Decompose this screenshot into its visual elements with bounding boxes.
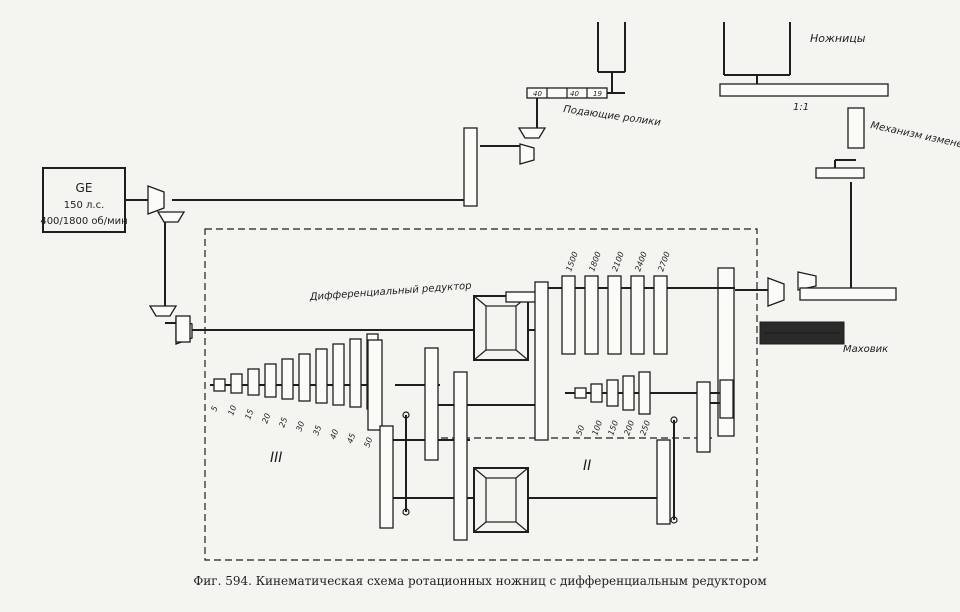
cone-gear-label: 40 xyxy=(328,428,340,441)
cone-gear xyxy=(247,368,260,396)
gear-cone-group-3: 5 10 15 20 25 30 35 40 45 50 xyxy=(209,333,379,449)
cone-gear xyxy=(281,358,294,400)
lower-speed-gear xyxy=(590,383,603,403)
lower-speed-gear xyxy=(606,379,619,407)
upper-speed-gear xyxy=(630,275,645,355)
label-group-3: III xyxy=(270,450,282,466)
label-diff-reducer: Дифференциальный редуктор xyxy=(308,281,471,303)
motor-power: 150 л.с. xyxy=(64,200,105,211)
upper-speed-label: 2100 xyxy=(610,250,625,272)
feed-roller-train: 40 40 19 xyxy=(463,22,626,207)
lower-speed-gear xyxy=(622,375,635,411)
cone-gear xyxy=(349,338,362,408)
upper-speed-label: 1500 xyxy=(564,250,579,272)
lower-speed-gear xyxy=(638,371,651,415)
label-feed-rollers: Подающие ролики xyxy=(563,104,662,129)
speed-gears-upper: 1500 1800 2100 2400 2700 xyxy=(561,250,672,355)
motor-name: GE xyxy=(76,181,93,195)
differential-lower xyxy=(473,467,529,533)
cone-gear xyxy=(230,373,243,394)
knives-assembly xyxy=(717,22,897,437)
upper-speed-gear xyxy=(584,275,599,355)
lower-speed-label: 250 xyxy=(638,419,652,436)
cone-gear-label: 5 xyxy=(209,405,219,413)
bevel-gears xyxy=(147,127,817,345)
motor: GE 150 л.с. 400/1800 об/мин xyxy=(40,167,128,233)
differential-upper xyxy=(473,291,539,361)
upper-speed-label: 2700 xyxy=(656,250,671,272)
cone-gear-label: 30 xyxy=(294,420,306,433)
label-speed-mechanism: Механизм изменения скорости xyxy=(869,120,960,165)
cone-gear-label: 10 xyxy=(226,404,238,417)
upper-speed-gear xyxy=(561,275,576,355)
lower-speed-label: 50 xyxy=(574,424,586,437)
cone-gear-label: 35 xyxy=(311,424,323,437)
svg-text:40: 40 xyxy=(570,90,579,98)
lower-speed-label: 100 xyxy=(590,419,604,436)
reducer-gears xyxy=(175,281,734,541)
upper-speed-label: 2400 xyxy=(633,250,648,272)
reducer-enclosure xyxy=(204,228,758,561)
svg-text:40: 40 xyxy=(533,90,542,98)
cone-gear xyxy=(264,363,277,398)
label-ratio: 1:1 xyxy=(793,102,809,113)
cone-gear xyxy=(315,348,328,404)
cone-gear-label: 20 xyxy=(260,412,272,425)
upper-speed-label: 1800 xyxy=(587,250,602,272)
cone-gear-label: 25 xyxy=(277,416,289,429)
upper-speed-gear xyxy=(607,275,622,355)
cone-gear xyxy=(332,343,345,406)
motor-speed: 400/1800 об/мин xyxy=(40,216,127,227)
lower-speed-gear xyxy=(574,387,587,399)
cone-gear-label: 45 xyxy=(345,432,357,445)
figure-caption: Фиг. 594. Кинематическая схема ротационн… xyxy=(193,574,767,588)
cone-gear-label: 15 xyxy=(243,408,255,421)
cone-gear xyxy=(213,378,226,392)
svg-text:19: 19 xyxy=(593,90,602,98)
lower-speed-label: 150 xyxy=(606,419,620,436)
lower-speed-label: 200 xyxy=(622,419,636,436)
label-knives: Ножницы xyxy=(810,32,866,45)
label-group-2: II xyxy=(583,458,591,474)
upper-speed-gear xyxy=(653,275,668,355)
main-shafts xyxy=(125,92,857,331)
label-flywheel: Маховик xyxy=(843,344,888,355)
cone-gear xyxy=(298,353,311,402)
cone-gear-label: 50 xyxy=(362,436,374,449)
